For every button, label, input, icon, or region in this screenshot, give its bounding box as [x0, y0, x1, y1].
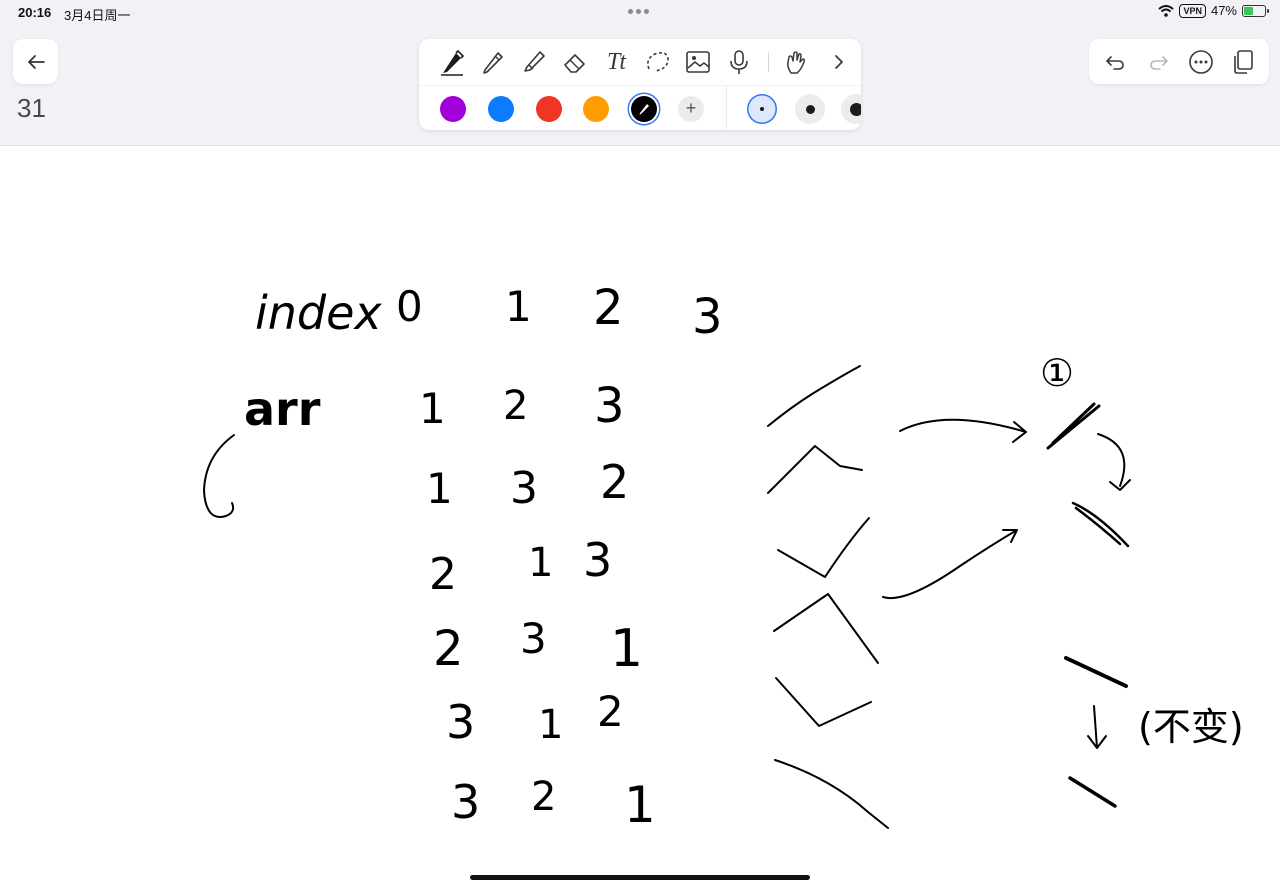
perm-cell: 1: [610, 619, 643, 679]
stroke-dot: [805, 104, 815, 114]
color-swatch-purple[interactable]: [440, 96, 466, 122]
status-bar: 20:16 3月4日周一 VPN 47%: [0, 0, 1280, 26]
perm-cell: 2: [429, 549, 457, 600]
status-date: 3月4日周一: [64, 8, 131, 23]
wifi-icon: [1158, 4, 1175, 17]
pages-icon[interactable]: [1227, 46, 1259, 78]
battery-icon: [1242, 4, 1269, 17]
pencil-edit-icon: [639, 104, 649, 115]
perm-cell: 3: [594, 378, 625, 434]
tool-row: Tt: [419, 39, 861, 85]
text-tool-glyph: Tt: [606, 48, 626, 75]
chevron-right-icon[interactable]: [823, 46, 855, 78]
unchanged-note: (不变): [1138, 705, 1244, 749]
curved-arrow: [203, 434, 235, 518]
color-row: +: [419, 85, 861, 131]
trend-line-5: [775, 677, 872, 727]
stroke-dot: [760, 107, 764, 111]
eraser-tool-icon[interactable]: [559, 46, 591, 78]
perm-cell: 3: [520, 614, 547, 663]
color-swatch-orange[interactable]: [583, 96, 609, 122]
perm-cell: 2: [531, 774, 556, 820]
perm-cell: 2: [503, 383, 528, 429]
trend-line-3: [777, 517, 870, 578]
microphone-icon[interactable]: [723, 46, 755, 78]
perm-cell: 3: [446, 695, 475, 749]
undo-icon[interactable]: [1099, 46, 1131, 78]
color-swatch-black[interactable]: [631, 96, 657, 122]
mapping-arrow-2: [882, 529, 1018, 599]
text-tool-icon[interactable]: Tt: [600, 46, 632, 78]
index-1: 1: [505, 282, 532, 331]
drawing-toolbar: Tt +: [419, 39, 861, 131]
index-label: index: [255, 286, 382, 340]
back-button[interactable]: [13, 39, 58, 84]
color-swatch-red[interactable]: [536, 96, 562, 122]
lasso-tool-icon[interactable]: [641, 46, 673, 78]
stroke-width-medium[interactable]: [795, 94, 825, 124]
index-0: 0: [396, 282, 423, 331]
color-swatch-blue[interactable]: [488, 96, 514, 122]
arrow-left-icon: [27, 54, 45, 69]
down-arrow-2: [1087, 705, 1107, 749]
trend-line-1: [767, 365, 861, 427]
shape-stroke-1: [1046, 402, 1101, 450]
sketch-strokes: [203, 365, 1131, 829]
perm-cell: 3: [451, 775, 480, 829]
perm-cell: 1: [419, 384, 446, 433]
arr-label: arr: [244, 382, 321, 436]
step-label: ①: [1040, 351, 1074, 395]
more-icon[interactable]: [1185, 46, 1217, 78]
index-3: 3: [692, 289, 723, 345]
index-2: 2: [593, 280, 624, 336]
battery-level: [1244, 6, 1253, 15]
perm-cell: 3: [510, 463, 538, 514]
status-indicators: VPN 47%: [1158, 3, 1269, 18]
perm-cell: 2: [597, 687, 624, 736]
image-tool-icon[interactable]: [682, 46, 714, 78]
stroke-width-thin[interactable]: [747, 94, 777, 124]
perm-cell: 2: [600, 455, 629, 509]
mapping-arrow-1: [899, 418, 1027, 443]
shape-stroke-4: [1068, 776, 1117, 808]
pencil-tool-icon[interactable]: [477, 46, 509, 78]
perm-cell: 3: [583, 533, 612, 587]
perm-cell: 1: [528, 540, 553, 586]
status-time: 20:16: [18, 5, 52, 20]
action-toolbar: [1089, 39, 1269, 84]
trend-line-6: [774, 759, 889, 829]
multitasking-dots[interactable]: [628, 9, 649, 14]
color-divider: [726, 86, 727, 131]
handwriting-layer: index 0 1 2 3 arr 1 2 3 1 3 2 2 1 3 2 3 …: [203, 280, 1244, 834]
trend-line-4: [773, 593, 879, 664]
perm-cell: 2: [433, 621, 464, 677]
toolbar-divider: [768, 52, 769, 72]
vpn-badge: VPN: [1179, 3, 1206, 18]
highlighter-tool-icon[interactable]: [518, 46, 550, 78]
shape-stroke-3: [1064, 656, 1128, 688]
hand-tool-icon[interactable]: [780, 46, 812, 78]
down-arrow-1: [1097, 433, 1131, 491]
home-indicator[interactable]: [470, 875, 810, 880]
perm-cell: 1: [426, 464, 453, 513]
page-number: 31: [17, 93, 46, 123]
shape-stroke-2: [1071, 501, 1130, 548]
drawing-canvas[interactable]: index 0 1 2 3 arr 1 2 3 1 3 2 2 1 3 2 3 …: [0, 146, 1280, 889]
battery-percent: 47%: [1210, 3, 1237, 18]
add-color-button[interactable]: +: [678, 96, 704, 122]
redo-icon[interactable]: [1143, 46, 1175, 78]
stroke-width-thick[interactable]: [841, 94, 861, 124]
stroke-dot: [849, 102, 861, 116]
perm-cell: 1: [624, 776, 656, 834]
perm-cell: 1: [538, 702, 563, 748]
pen-tool-icon[interactable]: [436, 46, 468, 78]
trend-line-2: [767, 445, 863, 494]
